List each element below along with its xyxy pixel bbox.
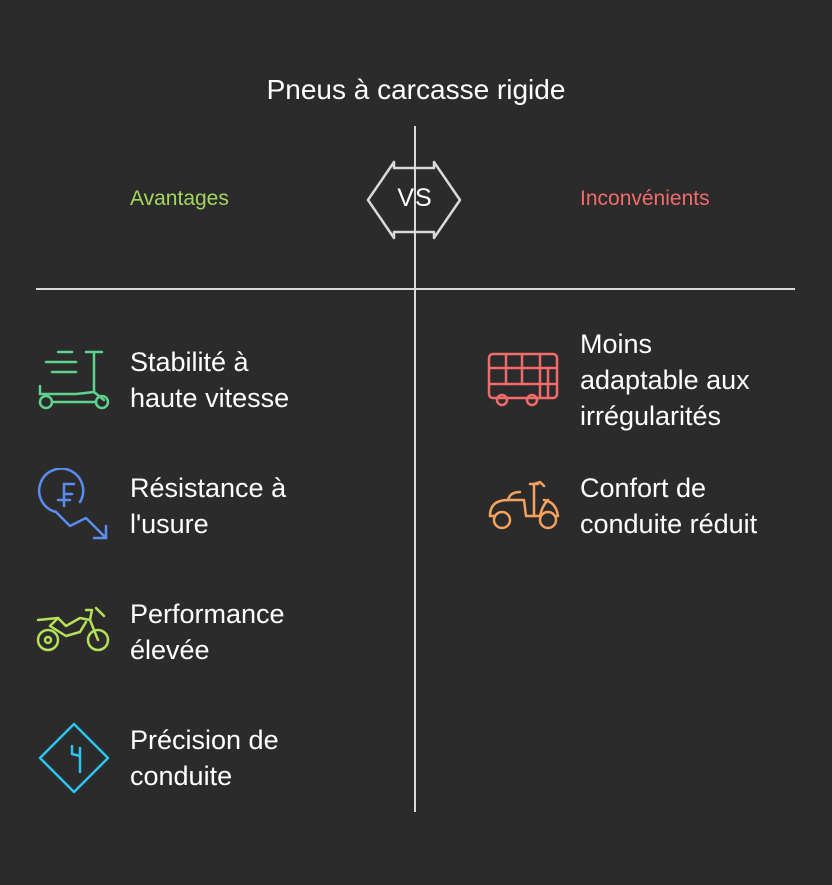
vs-label: VS (397, 184, 433, 212)
vespa-icon (488, 480, 560, 530)
disadvantage-label-line: Moins (580, 329, 653, 359)
motorcycle-icon (36, 606, 110, 652)
vs-double-arrow-icon (366, 160, 462, 240)
disadvantage-label-line: irrégularités (580, 401, 722, 431)
road-sign-icon (38, 722, 110, 794)
horizontal-divider (36, 288, 795, 290)
advantage-label-line: Précision de (130, 725, 279, 755)
advantage-label-line: Performance (130, 599, 285, 629)
disadvantages-header: Inconvénients (580, 187, 710, 210)
page-title: Pneus à carcasse rigide (266, 74, 566, 105)
vertical-divider (414, 126, 416, 812)
disadvantage-label-line: adaptable aux (580, 365, 750, 395)
advantage-label-line: conduite (130, 761, 233, 791)
disadvantage-label-line: Confort de (580, 473, 707, 503)
advantage-label-line: élevée (130, 635, 210, 665)
advantage-label-line: haute vitesse (130, 383, 290, 413)
advantage-label-line: Stabilité à (130, 347, 249, 377)
scooter-icon (38, 350, 110, 410)
franc-trend-down-icon (37, 468, 108, 540)
disadvantage-label-line: conduite réduit (580, 509, 758, 539)
advantage-label-line: Résistance à (130, 473, 287, 503)
advantage-label-line: l'usure (130, 509, 209, 539)
advantages-header: Avantages (130, 187, 229, 210)
bus-icon (487, 352, 559, 407)
